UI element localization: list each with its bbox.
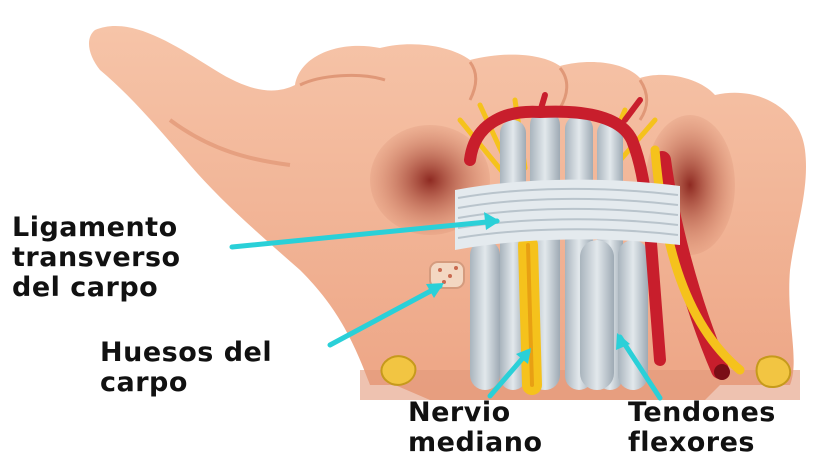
label-huesos: Huesos del carpo — [100, 338, 272, 398]
label-ligamento: Ligamento transverso del carpo — [12, 213, 181, 303]
label-tendones: Tendones flexores — [628, 398, 776, 458]
label-nervio: Nervio mediano — [408, 398, 543, 458]
